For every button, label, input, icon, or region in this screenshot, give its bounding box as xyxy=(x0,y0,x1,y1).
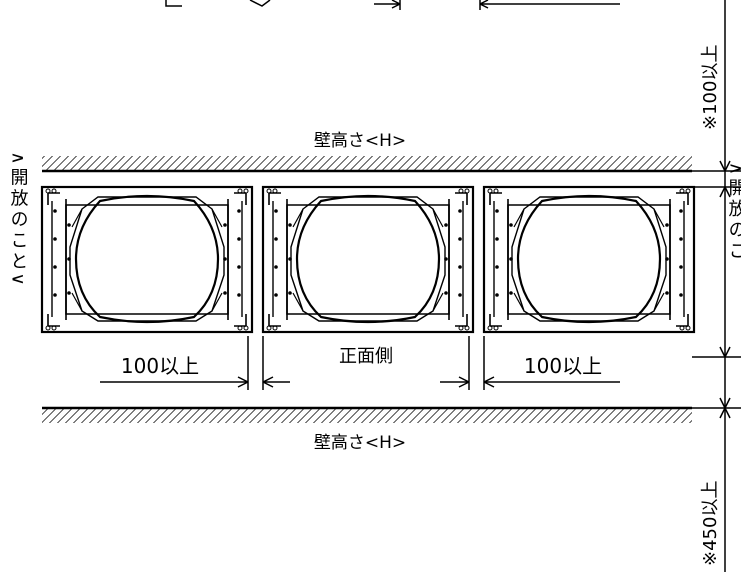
outdoor-unit-2 xyxy=(261,185,475,334)
top-partial-dimension xyxy=(165,0,620,10)
wall-height-top-label: 壁高さ<H> xyxy=(314,131,406,151)
left-open-note: ∧開放のこと∨ xyxy=(8,151,29,288)
right-open-note-fragment: ∧開放のこ xyxy=(726,162,741,262)
gap-dimension-left xyxy=(100,336,290,390)
dim-bottom-right-label: ※450以上 xyxy=(700,481,721,566)
left-gap-label: 100以上 xyxy=(121,354,199,378)
right-vertical-dimension xyxy=(692,0,741,572)
top-wall xyxy=(42,156,692,173)
outdoor-unit-1 xyxy=(40,185,254,334)
right-gap-label: 100以上 xyxy=(524,354,602,378)
wall-height-bottom-label: 壁高さ<H> xyxy=(314,433,406,453)
gap-dimension-right xyxy=(440,336,620,390)
bottom-wall xyxy=(42,406,692,423)
outdoor-unit-3 xyxy=(482,185,696,334)
front-side-label: 正面側 xyxy=(339,346,393,367)
dim-top-right-label: ※100以上 xyxy=(700,45,721,130)
